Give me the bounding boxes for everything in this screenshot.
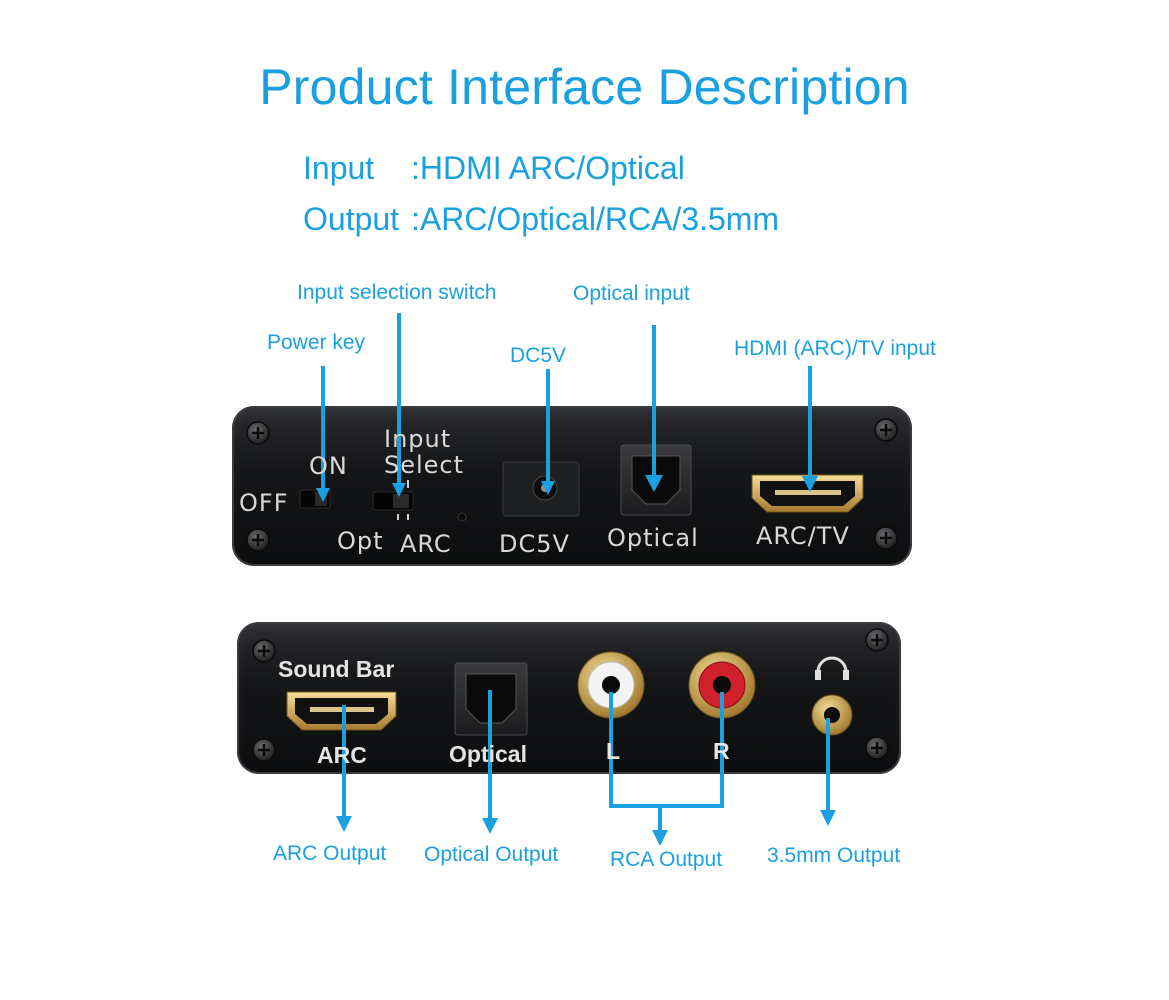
callout-dc5v: DC5V: [510, 344, 567, 367]
led-indicator: [457, 512, 467, 522]
spec-output-value: :ARC/Optical/RCA/3.5mm: [411, 201, 780, 237]
spec-output-row: Output :ARC/Optical/RCA/3.5mm: [303, 201, 779, 238]
callout-power-key: Power key: [267, 331, 366, 354]
label-rca-left: L: [606, 738, 621, 764]
hdmi-arc-tv-port: [751, 474, 864, 513]
label-arc-out: ARC: [317, 742, 367, 768]
page-title: Product Interface Description: [259, 59, 910, 115]
callout-optical-input: Optical input: [573, 282, 690, 305]
label-select: Select: [384, 451, 465, 479]
label-arc-switch: ARC: [400, 530, 452, 558]
label-arc-tv: ARC/TV: [756, 522, 850, 550]
label-input: Input: [384, 425, 452, 453]
label-dc5v-panel: DC5V: [499, 530, 570, 558]
label-opt: Opt: [337, 527, 384, 555]
spec-input-value: :HDMI ARC/Optical: [411, 150, 685, 186]
spec-input-row: Input :HDMI ARC/Optical: [303, 150, 685, 187]
callout-input-selection-switch: Input selection switch: [297, 281, 497, 304]
callout-rca-output: RCA Output: [610, 848, 723, 871]
spec-input-key: Input: [303, 150, 375, 186]
screw-icons-bottom: [252, 628, 889, 762]
rca-left-port: [577, 651, 645, 719]
callout-arc-output: ARC Output: [273, 842, 387, 865]
label-optical-out: Optical: [449, 741, 527, 767]
headphone-jack-port: [811, 694, 853, 736]
label-on: ON: [309, 452, 348, 480]
spec-output-key: Output: [303, 201, 400, 237]
label-sound-bar: Sound Bar: [278, 656, 395, 682]
label-rca-right: R: [713, 738, 730, 764]
callout-hdmi-arc-tv-input: HDMI (ARC)/TV input: [734, 337, 936, 360]
hdmi-arc-output-port: [286, 691, 397, 731]
headphones-icon: [815, 656, 849, 680]
label-off: OFF: [239, 489, 289, 517]
screw-icons-top: [246, 418, 898, 552]
input-select-switch[interactable]: [372, 480, 414, 520]
callout-optical-output: Optical Output: [424, 843, 559, 866]
callout-3-5mm-output: 3.5mm Output: [767, 844, 901, 867]
label-optical-panel: Optical: [607, 524, 699, 552]
dc-power-jack: [502, 461, 580, 517]
callout-arrows: [316, 313, 836, 846]
